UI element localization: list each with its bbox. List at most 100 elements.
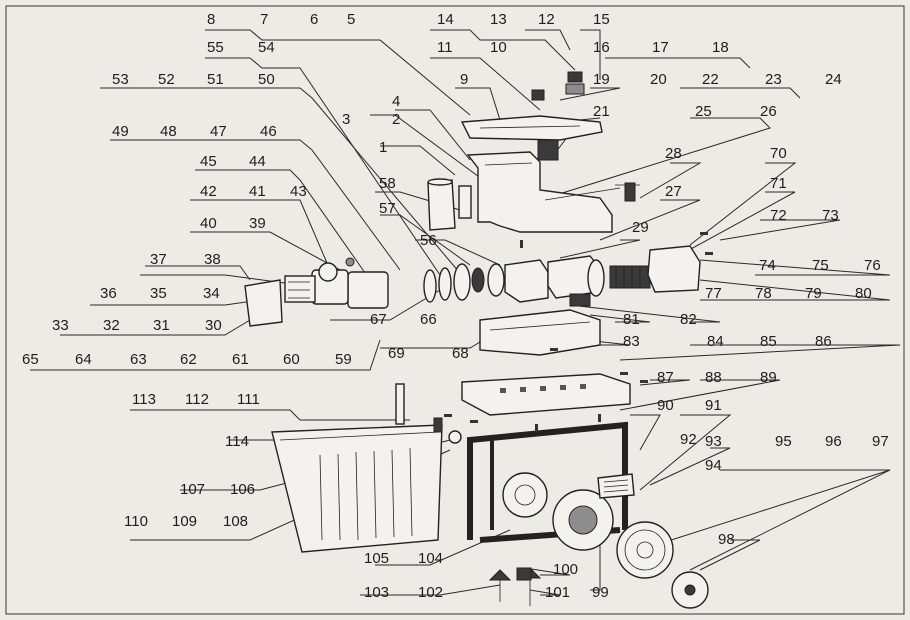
- part-label-35: 35: [150, 285, 167, 302]
- part-label-12: 12: [538, 11, 555, 28]
- part-label-107: 107: [180, 481, 205, 498]
- part-label-39: 39: [249, 215, 266, 232]
- part-label-109: 109: [172, 513, 197, 530]
- part-label-13: 13: [490, 11, 507, 28]
- part-label-62: 62: [180, 351, 197, 368]
- part-label-23: 23: [765, 71, 782, 88]
- part-label-7: 7: [260, 11, 268, 28]
- part-label-79: 79: [805, 285, 822, 302]
- part-label-26: 26: [760, 103, 777, 120]
- part-label-65: 65: [22, 351, 39, 368]
- part-label-17: 17: [652, 39, 669, 56]
- part-label-82: 82: [680, 311, 697, 328]
- part-label-15: 15: [593, 11, 610, 28]
- part-label-46: 46: [260, 123, 277, 140]
- part-label-99: 99: [592, 584, 609, 601]
- part-label-83: 83: [623, 333, 640, 350]
- part-label-33: 33: [52, 317, 69, 334]
- part-label-37: 37: [150, 251, 167, 268]
- part-label-45: 45: [200, 153, 217, 170]
- part-label-71: 71: [770, 175, 787, 192]
- part-label-28: 28: [665, 145, 682, 162]
- part-label-2: 2: [392, 111, 400, 128]
- part-label-4: 4: [392, 93, 400, 110]
- part-label-5: 5: [347, 11, 355, 28]
- part-label-61: 61: [232, 351, 249, 368]
- part-label-42: 42: [200, 183, 217, 200]
- part-label-32: 32: [103, 317, 120, 334]
- part-label-6: 6: [310, 11, 318, 28]
- part-label-111: 111: [237, 391, 260, 408]
- part-label-77: 77: [705, 285, 722, 302]
- part-label-47: 47: [210, 123, 227, 140]
- part-label-55: 55: [207, 39, 224, 56]
- part-label-64: 64: [75, 351, 92, 368]
- part-label-80: 80: [855, 285, 872, 302]
- part-label-19: 19: [593, 71, 610, 88]
- part-label-101: 101: [545, 584, 570, 601]
- part-label-56: 56: [420, 232, 437, 249]
- part-label-76: 76: [864, 257, 881, 274]
- part-label-94: 94: [705, 457, 722, 474]
- part-label-60: 60: [283, 351, 300, 368]
- part-label-36: 36: [100, 285, 117, 302]
- part-label-48: 48: [160, 123, 177, 140]
- part-label-92: 92: [680, 431, 697, 448]
- part-label-51: 51: [207, 71, 224, 88]
- part-label-66: 66: [420, 311, 437, 328]
- part-label-112: 112: [185, 391, 209, 408]
- part-label-31: 31: [153, 317, 170, 334]
- part-label-49: 49: [112, 123, 129, 140]
- part-label-8: 8: [207, 11, 215, 28]
- part-label-50: 50: [258, 71, 275, 88]
- part-label-20: 20: [650, 71, 667, 88]
- part-label-105: 105: [364, 550, 389, 567]
- part-label-69: 69: [388, 345, 405, 362]
- part-label-14: 14: [437, 11, 454, 28]
- part-label-9: 9: [460, 71, 468, 88]
- part-label-102: 102: [418, 584, 443, 601]
- part-label-24: 24: [825, 71, 842, 88]
- part-label-98: 98: [718, 531, 735, 548]
- part-label-113: 113: [132, 391, 156, 408]
- part-label-96: 96: [825, 433, 842, 450]
- part-label-114: 114: [225, 433, 249, 450]
- diagram-border: [5, 5, 905, 615]
- part-label-110: 110: [124, 513, 148, 530]
- part-label-57: 57: [379, 200, 396, 217]
- part-label-93: 93: [705, 433, 722, 450]
- part-label-52: 52: [158, 71, 175, 88]
- part-label-74: 74: [759, 257, 776, 274]
- part-label-86: 86: [815, 333, 832, 350]
- part-label-40: 40: [200, 215, 217, 232]
- part-label-43: 43: [290, 183, 307, 200]
- part-label-97: 97: [872, 433, 889, 450]
- part-label-59: 59: [335, 351, 352, 368]
- part-label-58: 58: [379, 175, 396, 192]
- part-label-18: 18: [712, 39, 729, 56]
- part-label-88: 88: [705, 369, 722, 386]
- part-label-87: 87: [657, 369, 674, 386]
- part-label-25: 25: [695, 103, 712, 120]
- part-label-103: 103: [364, 584, 389, 601]
- part-label-73: 73: [822, 207, 839, 224]
- part-label-72: 72: [770, 207, 787, 224]
- part-label-89: 89: [760, 369, 777, 386]
- part-label-106: 106: [230, 481, 255, 498]
- part-label-70: 70: [770, 145, 787, 162]
- part-label-63: 63: [130, 351, 147, 368]
- part-label-21: 21: [593, 103, 610, 120]
- part-label-81: 81: [623, 311, 640, 328]
- part-label-53: 53: [112, 71, 129, 88]
- part-label-95: 95: [775, 433, 792, 450]
- part-label-91: 91: [705, 397, 722, 414]
- part-label-1: 1: [379, 139, 387, 156]
- part-label-54: 54: [258, 39, 275, 56]
- part-label-41: 41: [249, 183, 266, 200]
- part-label-34: 34: [203, 285, 220, 302]
- part-label-104: 104: [418, 550, 443, 567]
- part-label-108: 108: [223, 513, 248, 530]
